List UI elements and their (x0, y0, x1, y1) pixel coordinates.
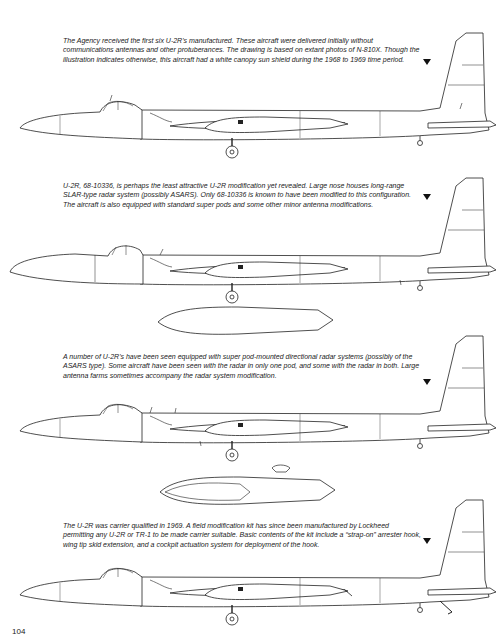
page-number: 104 (12, 627, 52, 636)
caption: U-2R, 68-10336, is perhaps the least att… (63, 181, 421, 209)
caption: The U-2R was carrier qualified in 1969. … (63, 521, 421, 549)
caption: A number of U-2R's have been seen equipp… (63, 352, 421, 380)
caption: The Agency received the first six U-2R's… (63, 36, 421, 64)
marker (423, 59, 431, 544)
